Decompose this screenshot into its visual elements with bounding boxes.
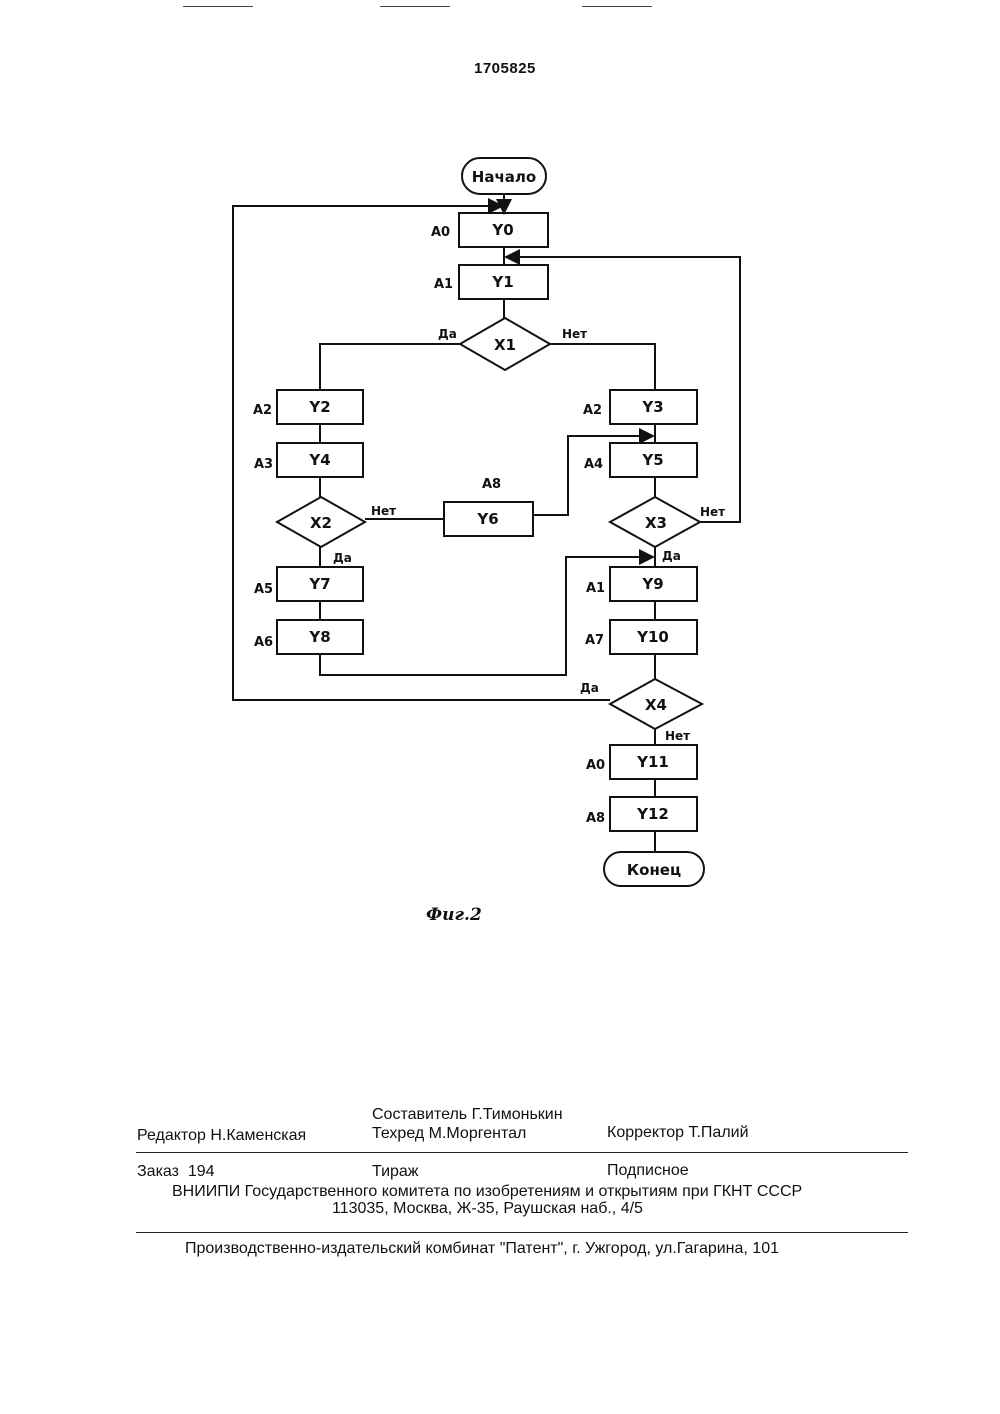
imprint-divider-2 — [136, 1232, 908, 1233]
state-a4-y5: A4 — [584, 457, 603, 472]
line-x1-no — [550, 344, 655, 390]
block-y10-label: Y10 — [636, 628, 669, 646]
state-a1-y9: A1 — [586, 581, 605, 596]
decision-x2-label: X2 — [310, 514, 332, 532]
x3-yes-label: Да — [662, 549, 681, 563]
block-y11-label: Y11 — [636, 753, 669, 771]
line-x4-yes-loop — [233, 206, 610, 700]
block-y3-label: Y3 — [641, 398, 663, 416]
block-y8-label: Y8 — [308, 628, 330, 646]
imprint-organization: ВНИИПИ Государственного комитета по изоб… — [172, 1183, 802, 1201]
imprint-printer: Производственно-издательский комбинат "П… — [185, 1240, 779, 1258]
decision-x1-label: X1 — [494, 336, 516, 354]
block-y9-label: Y9 — [641, 575, 663, 593]
x2-yes-label: Да — [333, 551, 352, 565]
flowchart: Начало Конец Y0 Y1 Y2 Y4 Y3 Y5 Y6 Y7 Y8 … — [0, 0, 1000, 1000]
line-x1-yes — [320, 344, 460, 390]
imprint-techred: Техред М.Моргентал — [372, 1125, 526, 1143]
state-a3-y4: A3 — [254, 457, 273, 472]
state-a8-y6: A8 — [482, 477, 501, 492]
block-y12-label: Y12 — [636, 805, 669, 823]
imprint-divider-1 — [136, 1152, 908, 1153]
imprint-address: 113035, Москва, Ж-35, Раушская наб., 4/5 — [332, 1200, 643, 1218]
imprint-order: Заказ 194 — [137, 1163, 215, 1181]
x1-no-label: Нет — [562, 327, 587, 341]
imprint-editor: Редактор Н.Каменская — [137, 1127, 306, 1145]
decision-x3-label: X3 — [645, 514, 667, 532]
state-a2-y3: A2 — [583, 403, 602, 418]
block-y7-label: Y7 — [308, 575, 330, 593]
block-y0-label: Y0 — [491, 221, 513, 239]
start-label: Начало — [472, 168, 536, 186]
state-a2-y2: A2 — [253, 403, 272, 418]
block-y2-label: Y2 — [308, 398, 330, 416]
imprint-corrector: Корректор Т.Палий — [607, 1124, 749, 1142]
x3-no-label: Нет — [700, 505, 725, 519]
x2-no-label: Нет — [371, 504, 396, 518]
imprint-subscription: Подписное — [607, 1162, 689, 1180]
state-a6-y8: A6 — [254, 635, 273, 650]
line-y8-y9 — [320, 557, 653, 675]
state-a0-y0: A0 — [431, 225, 450, 240]
x1-yes-label: Да — [438, 327, 457, 341]
block-y4-label: Y4 — [308, 451, 330, 469]
state-a8-y12: A8 — [586, 811, 605, 826]
state-a1-y1: A1 — [434, 277, 453, 292]
state-a5-y7: A5 — [254, 582, 273, 597]
line-y6-y5 — [533, 436, 653, 515]
block-y6-label: Y6 — [476, 510, 498, 528]
x4-yes-label: Да — [580, 681, 599, 695]
imprint-circulation: Тираж — [372, 1163, 419, 1181]
state-a0-y11: A0 — [586, 758, 605, 773]
state-a7-y10: A7 — [585, 633, 604, 648]
end-label: Конец — [627, 861, 681, 879]
x4-no-label: Нет — [665, 729, 690, 743]
block-y5-label: Y5 — [641, 451, 663, 469]
decision-x4-label: X4 — [645, 696, 667, 714]
block-y1-label: Y1 — [491, 273, 513, 291]
figure-caption: Фиг.2 — [426, 905, 482, 925]
imprint-compiler: Составитель Г.Тимонькин — [372, 1106, 563, 1124]
